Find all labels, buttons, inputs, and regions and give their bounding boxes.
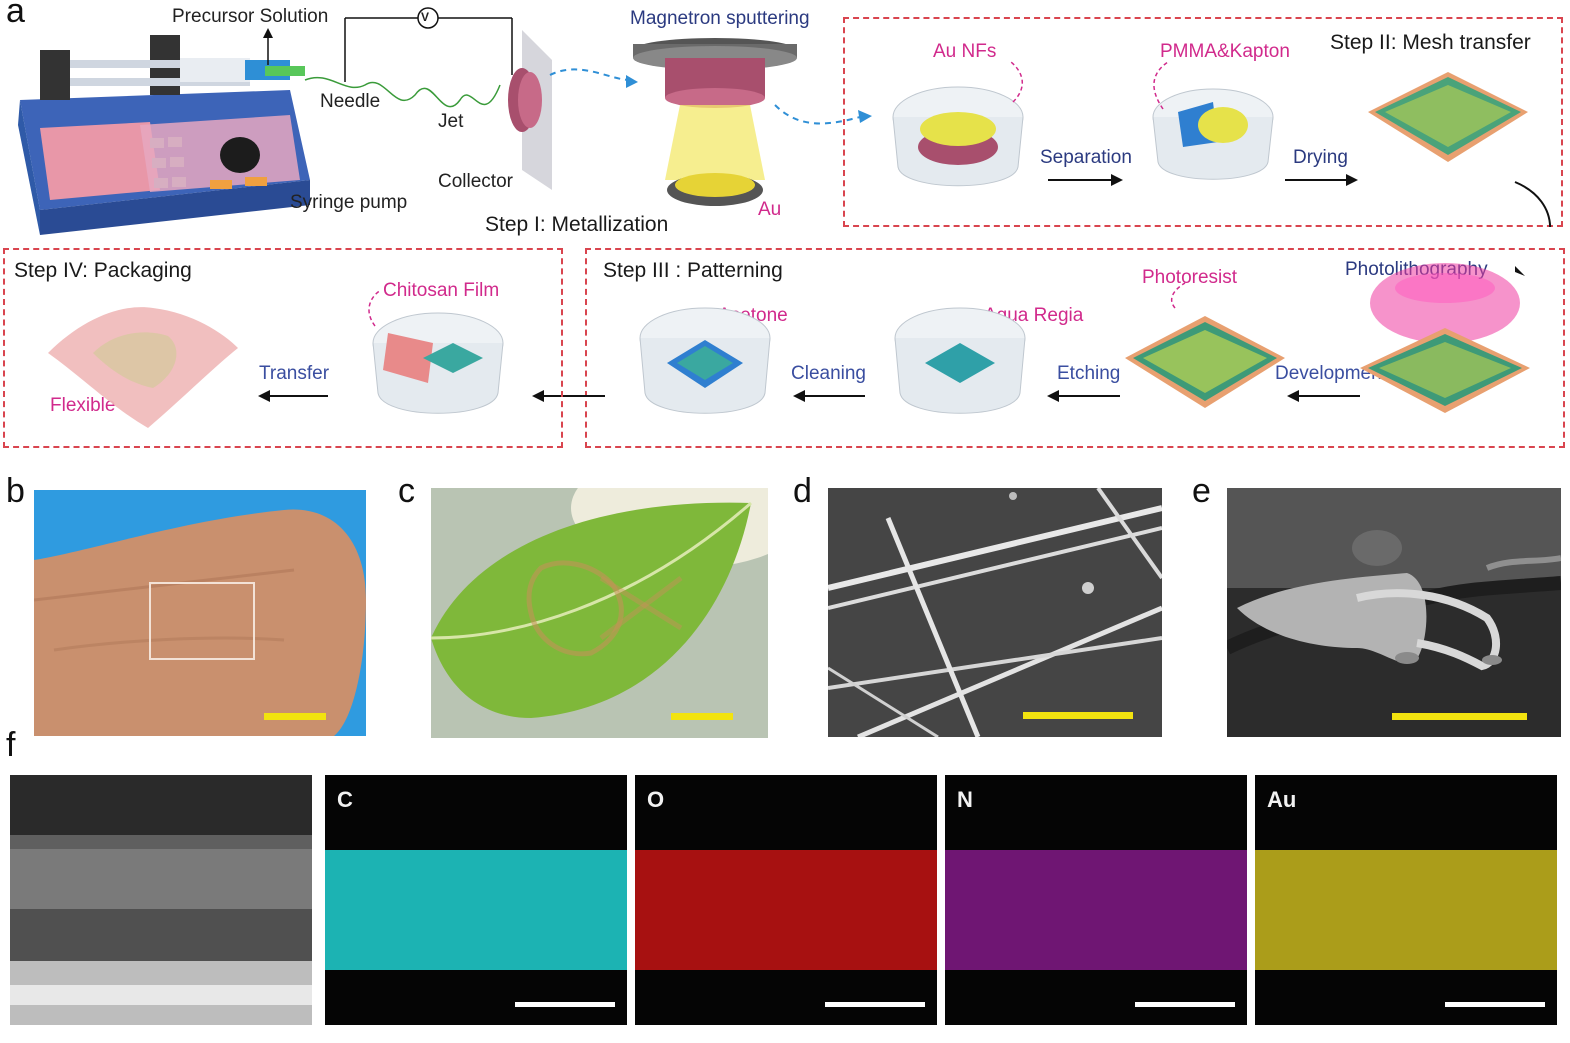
pmma-kapton-label: PMMA&Kapton [1160, 41, 1290, 62]
wrist-illustration [34, 509, 366, 736]
panel-letter-c: c [398, 472, 415, 510]
step2-illustrations [892, 61, 1552, 227]
carbon-signal-band [325, 850, 627, 970]
arrow-to-step2 [774, 104, 872, 125]
panel-letter-a: a [6, 0, 25, 30]
collector-label: Collector [438, 171, 513, 192]
eds-label-oxygen: O [647, 787, 665, 812]
step4-box [3, 248, 563, 448]
electrospinning-circuit [263, 7, 552, 190]
step2-box [843, 17, 1563, 227]
magnetron-sputtering-label: Magnetron sputtering [630, 8, 810, 29]
nanofiber-sem-illustration [828, 488, 1162, 737]
eds-map-nitrogen: N [945, 775, 1247, 1025]
photoresist-label: Photoresist [1142, 267, 1238, 288]
step2-label: Step II: Mesh transfer [1330, 31, 1531, 54]
oxygen-signal-band [635, 850, 937, 970]
au-target-label: Au [758, 199, 782, 220]
separation-label: Separation [1040, 147, 1132, 168]
development-label: Development [1275, 363, 1387, 384]
panel-d-sem-fibers [828, 488, 1162, 737]
panel-letter-b: b [6, 472, 25, 510]
step4-label: Step IV: Packaging [14, 259, 192, 282]
scale-bar [671, 713, 733, 720]
step4-illustrations [48, 289, 504, 428]
panel-letter-f: f [6, 726, 16, 764]
transfer-label: Transfer [259, 363, 330, 384]
eds-sem-image [10, 775, 312, 1025]
eds-label-nitrogen: N [957, 787, 973, 812]
eds-map-gold: Au [1255, 775, 1557, 1025]
scale-bar [1392, 713, 1527, 720]
panel-c-leaf-photo [431, 488, 768, 738]
nitrogen-signal-band [945, 850, 1247, 970]
hollow-fiber-sem-illustration [1227, 488, 1561, 737]
scale-bar [1023, 712, 1133, 719]
precursor-solution-label: Precursor Solution [172, 6, 329, 27]
panel-e-sem-cross-section [1227, 488, 1561, 737]
eds-label-gold: Au [1267, 787, 1297, 812]
step3-illustrations [585, 263, 1530, 414]
step3-box [585, 248, 1565, 448]
leaf-illustration [431, 488, 768, 738]
scale-bar [1135, 1002, 1235, 1007]
panel-b-wrist-photo [34, 490, 366, 736]
step1-label: Step I: Metallization [485, 213, 669, 236]
cleaning-label: Cleaning [791, 363, 866, 384]
scale-bar [515, 1002, 615, 1007]
eds-map-carbon: C [325, 775, 627, 1025]
eds-label-carbon: C [337, 787, 353, 812]
etching-label: Etching [1057, 363, 1121, 384]
syringe-pump-illustration [18, 35, 310, 235]
syringe-pump-label: Syringe pump [290, 192, 408, 213]
scale-bar [264, 713, 326, 720]
chitosan-film-label: Chitosan Film [383, 280, 500, 301]
panel-letter-d: d [793, 472, 812, 510]
voltmeter-label: V [421, 10, 430, 24]
step3-label: Step III : Patterning [603, 259, 783, 282]
magnetron-sputtering-illustration [549, 38, 797, 206]
needle-label: Needle [320, 91, 381, 112]
gold-signal-band [1255, 850, 1557, 970]
panel-letter-e: e [1192, 472, 1211, 510]
flexible-label: Flexible [50, 395, 116, 416]
eds-map-oxygen: O [635, 775, 937, 1025]
drying-label: Drying [1293, 147, 1348, 168]
scale-bar [1445, 1002, 1545, 1007]
au-nfs-label: Au NFs [933, 41, 997, 62]
arrow-step3-to-step4 [532, 390, 605, 402]
scale-bar [825, 1002, 925, 1007]
jet-label: Jet [438, 111, 464, 132]
